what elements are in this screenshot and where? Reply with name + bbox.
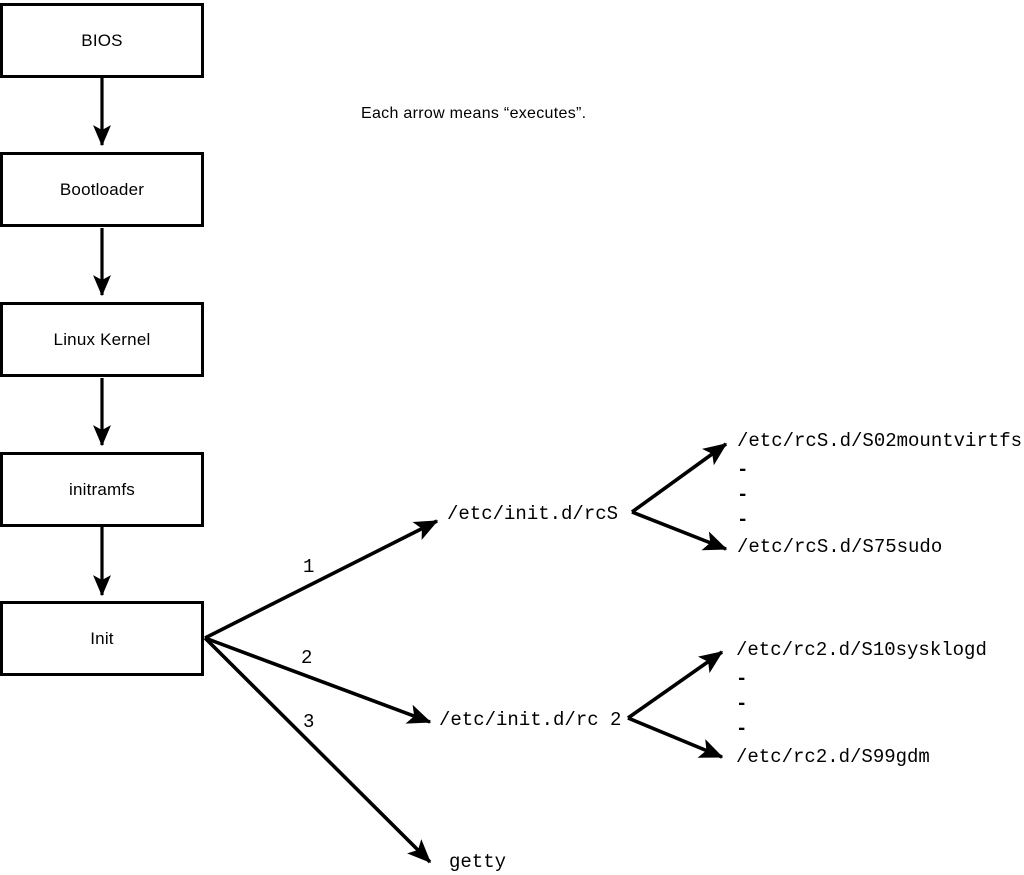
rcs-ellipsis-dash-1: - — [737, 459, 749, 481]
node-bootloader-label: Bootloader — [59, 179, 145, 199]
rcs-script-last[interactable]: /etc/rcS.d/S75sudo — [737, 536, 943, 558]
branch-number-3: 3 — [303, 711, 315, 733]
rc2-ellipsis-dash-3: - — [736, 718, 748, 740]
node-bios[interactable]: BIOS — [0, 3, 204, 78]
node-initramfs-label: initramfs — [68, 479, 136, 499]
edge-rc2-to-first — [626, 650, 724, 720]
branch-target-rcs[interactable]: /etc/init.d/rcS — [447, 503, 619, 525]
rcs-script-first[interactable]: /etc/rcS.d/S02mountvirtfs — [737, 430, 1023, 452]
diagram-caption: Each arrow means “executes”. — [361, 105, 587, 122]
edge-rc2-to-last — [627, 716, 724, 759]
edge-rcs-to-last — [631, 510, 728, 551]
rcs-ellipsis-dash-3: - — [737, 509, 749, 531]
node-bootloader[interactable]: Bootloader — [0, 152, 204, 227]
node-linux-kernel[interactable]: Linux Kernel — [0, 302, 204, 377]
branch-target-rc2[interactable]: /etc/init.d/rc 2 — [439, 709, 622, 731]
edge-init-branch-2 — [204, 636, 432, 724]
rc2-script-first[interactable]: /etc/rc2.d/S10sysklogd — [736, 639, 987, 661]
rc2-script-last[interactable]: /etc/rc2.d/S99gdm — [736, 746, 930, 768]
node-bios-label: BIOS — [81, 30, 123, 50]
branch-number-2: 2 — [301, 647, 313, 669]
rcs-ellipsis-dash-2: - — [737, 484, 749, 506]
node-init[interactable]: Init — [0, 601, 204, 676]
node-linux-kernel-label: Linux Kernel — [53, 329, 151, 349]
node-init-label: Init — [90, 628, 114, 648]
rc2-ellipsis-dash-2: - — [736, 693, 748, 715]
node-initramfs[interactable]: initramfs — [0, 452, 204, 527]
branch-target-getty[interactable]: getty — [449, 851, 507, 873]
branch-number-1: 1 — [303, 556, 315, 578]
edge-rcs-to-first — [630, 442, 728, 514]
rc2-ellipsis-dash-1: - — [736, 668, 748, 690]
edge-init-branch-1 — [204, 519, 439, 640]
edge-init-branch-3 — [203, 636, 432, 864]
